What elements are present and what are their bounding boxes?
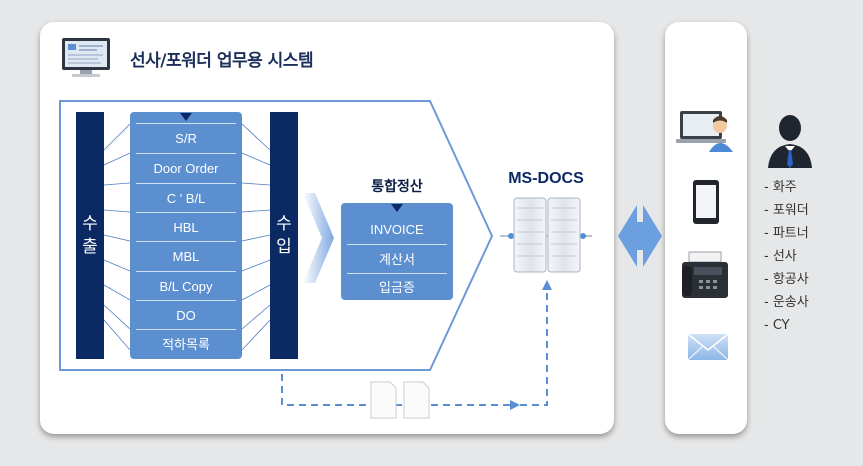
separator (136, 329, 236, 330)
export-fan-lines (103, 123, 131, 351)
settlement-list: INVOICE 계산서 입금증 (341, 203, 453, 300)
party-item: - 화주 (764, 180, 797, 195)
import-fan-lines (241, 123, 271, 351)
server-title: MS-DOCS (508, 170, 584, 187)
party-list: - 화주 - 포워더 - 파트너 - 선사 - 항공사 - 운송사 - CY (764, 176, 809, 337)
separator (347, 244, 447, 245)
party-item: - 포워더 (764, 203, 809, 218)
document-item: B/L Copy (159, 279, 213, 294)
separator (136, 300, 236, 301)
document-item: S/R (175, 131, 197, 146)
device-panel (665, 22, 747, 434)
separator (136, 271, 236, 272)
import-label: 수 입 (276, 213, 292, 257)
triangle-down-icon (391, 204, 403, 212)
document-item: HBL (173, 220, 199, 235)
system-outline (59, 100, 494, 371)
settlement-title: 통합정산 (371, 179, 423, 195)
settlement-item: INVOICE (370, 222, 424, 237)
document-item: MBL (172, 249, 200, 264)
flow-chevron-arrow (303, 193, 334, 283)
separator (136, 212, 236, 213)
separator (136, 153, 236, 154)
export-bar: 수 출 (76, 112, 104, 359)
export-label: 수 출 (82, 213, 98, 257)
document-item: C ' B/L (166, 191, 206, 206)
settlement-item: 입금증 (379, 280, 415, 295)
party-item: - 운송사 (764, 295, 809, 310)
separator (347, 273, 447, 274)
import-bar: 수 입 (270, 112, 298, 359)
separator (136, 123, 236, 124)
party-item: - 항공사 (764, 272, 809, 287)
settlement-item: 계산서 (379, 252, 415, 267)
document-item: DO (176, 308, 196, 323)
document-list: S/R Door Order C ' B/L HBL MBL B/L Copy … (130, 112, 242, 359)
party-item: - 선사 (764, 249, 797, 264)
separator (136, 183, 236, 184)
party-item: - CY (764, 318, 790, 333)
document-item: 적하목록 (162, 337, 210, 352)
separator (136, 241, 236, 242)
party-item: - 파트너 (764, 226, 809, 241)
document-item: Door Order (153, 161, 219, 176)
triangle-down-icon (180, 113, 192, 121)
system-title: 선사/포워더 업무용 시스템 (130, 51, 314, 71)
